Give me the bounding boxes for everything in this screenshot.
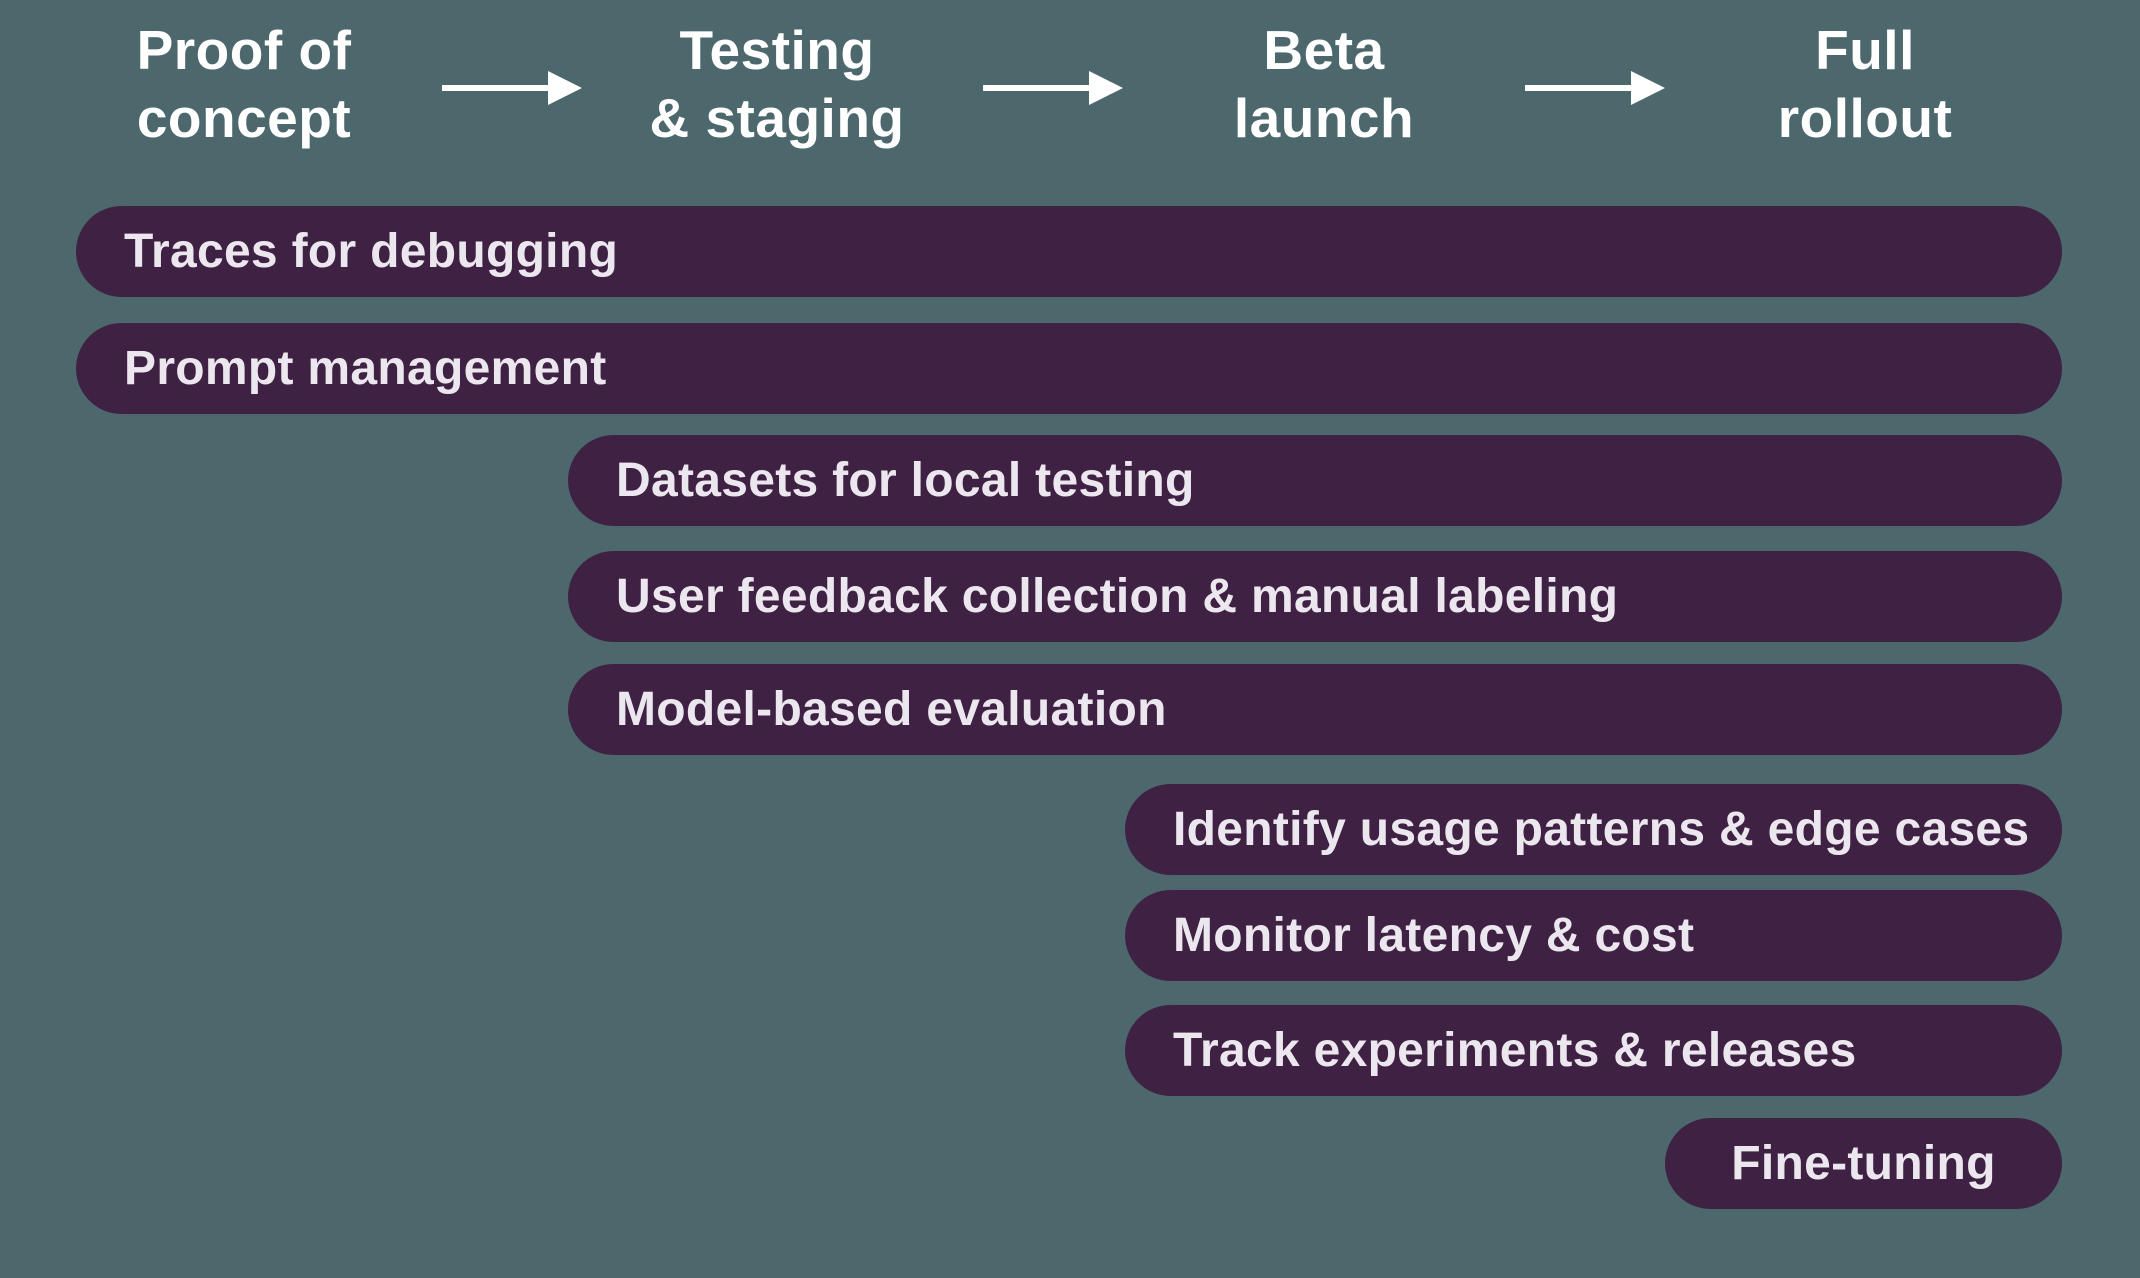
- bar-label: Traces for debugging: [124, 225, 619, 278]
- bar-label: Track experiments & releases: [1173, 1024, 1857, 1077]
- bar-label: Monitor latency & cost: [1173, 909, 1695, 962]
- bar-user-feedback-collection: User feedback collection & manual labeli…: [568, 551, 2062, 642]
- bar-identify-usage-patterns: Identify usage patterns & edge cases: [1125, 784, 2062, 875]
- bar-label: Fine-tuning: [1731, 1137, 1996, 1190]
- bar-label: Datasets for local testing: [616, 454, 1195, 507]
- arrow-right-icon: [1525, 71, 1665, 105]
- bar-track-experiments-releases: Track experiments & releases: [1125, 1005, 2062, 1096]
- bar-label: Prompt management: [124, 342, 607, 395]
- arrow-right-icon: [442, 71, 582, 105]
- bar-datasets-for-local-testing: Datasets for local testing: [568, 435, 2062, 526]
- stage-header-proof-of-concept: Proof of concept: [136, 19, 352, 149]
- bar-label: Identify usage patterns & edge cases: [1173, 803, 2030, 856]
- bar-label: Model-based evaluation: [616, 683, 1167, 736]
- stage-header-testing-staging: Testing & staging: [649, 19, 905, 149]
- bar-model-based-evaluation: Model-based evaluation: [568, 664, 2062, 755]
- stage-header-full-rollout: Full rollout: [1777, 19, 1953, 149]
- bar-monitor-latency-cost: Monitor latency & cost: [1125, 890, 2062, 981]
- arrow-right-icon: [983, 71, 1123, 105]
- stage-header-beta-launch: Beta launch: [1233, 19, 1415, 149]
- bar-traces-for-debugging: Traces for debugging: [76, 206, 2062, 297]
- bar-prompt-management: Prompt management: [76, 323, 2062, 414]
- bar-label: User feedback collection & manual labeli…: [616, 570, 1619, 623]
- bar-fine-tuning: Fine-tuning: [1665, 1118, 2062, 1209]
